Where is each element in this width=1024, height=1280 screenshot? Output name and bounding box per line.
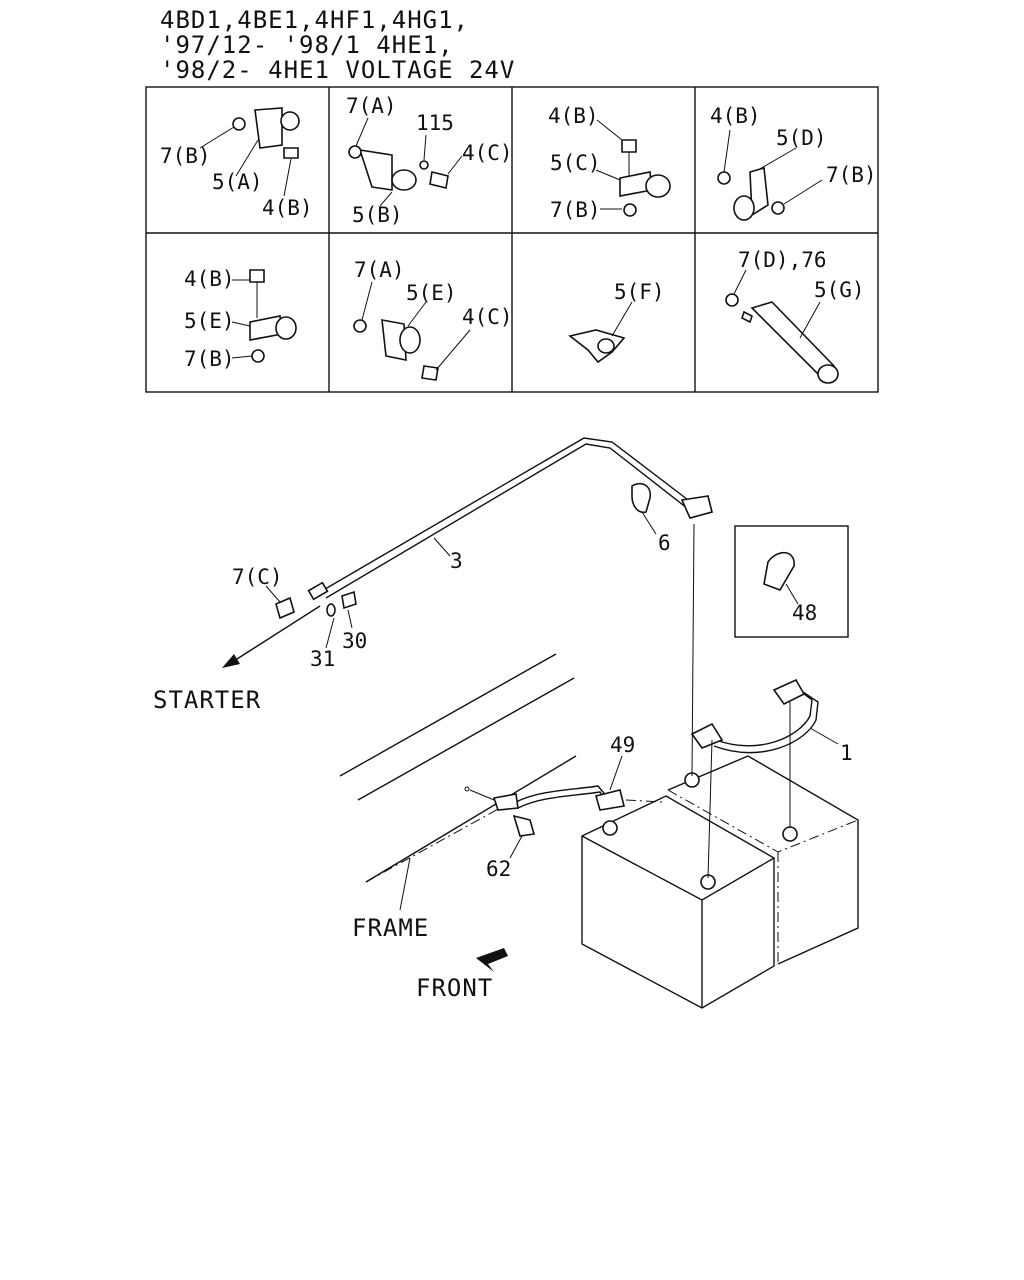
label-4b: 4(B) bbox=[262, 196, 313, 220]
label-7b: 7(B) bbox=[160, 144, 211, 168]
bolt-4b bbox=[283, 147, 299, 159]
terminal-49b bbox=[595, 789, 625, 811]
label-115: 115 bbox=[416, 111, 454, 135]
label-5e: 5(E) bbox=[184, 309, 235, 333]
bolt-76 bbox=[741, 310, 753, 324]
starter-hardware: 7(C) 31 30 bbox=[232, 565, 367, 671]
header-line-3: '98/2- 4HE1 VOLTAGE 24V bbox=[160, 56, 516, 84]
grid-cell-2: 7(A) 115 4(C) 5(B) bbox=[346, 94, 513, 227]
grid-cell-8: 7(D),76 5(G) bbox=[725, 248, 865, 384]
bracket-ring-5g bbox=[817, 364, 839, 384]
label-frame: FRAME bbox=[352, 914, 429, 942]
terminal-starter-end bbox=[307, 581, 329, 601]
nut-7b bbox=[771, 201, 785, 215]
clip-6: 6 bbox=[631, 482, 671, 555]
clip-5b bbox=[391, 169, 417, 191]
bracket-5a bbox=[254, 107, 283, 149]
nut-7a bbox=[348, 145, 362, 159]
bolt-4b bbox=[249, 269, 265, 283]
bolt-62: 62 bbox=[486, 814, 536, 881]
washer-115 bbox=[419, 160, 429, 170]
label-5f: 5(F) bbox=[614, 280, 665, 304]
label-49: 49 bbox=[610, 733, 635, 757]
grid-cell-7: 5(F) bbox=[568, 280, 665, 364]
cable-3: 3 bbox=[307, 437, 713, 601]
bolt-4c bbox=[429, 171, 449, 189]
clip-hole-5f bbox=[597, 338, 615, 354]
clip-5e bbox=[399, 326, 421, 354]
starter-arrow: STARTER bbox=[153, 605, 321, 714]
label-6: 6 bbox=[658, 531, 671, 555]
clamp-48-inset: 48 bbox=[734, 525, 849, 638]
header-line-2: '97/12- '98/1 4HE1, bbox=[160, 31, 454, 59]
label-30: 30 bbox=[342, 629, 367, 653]
label-48: 48 bbox=[792, 601, 817, 625]
label-4b: 4(B) bbox=[184, 267, 235, 291]
grid-cell-3: 4(B) 5(C) 7(B) bbox=[548, 104, 671, 222]
label-5c: 5(C) bbox=[550, 151, 601, 175]
label-4b: 4(B) bbox=[710, 104, 761, 128]
washer-31 bbox=[326, 603, 336, 617]
nut-7a bbox=[353, 319, 367, 333]
label-5d: 5(D) bbox=[776, 126, 827, 150]
clip-5f bbox=[568, 329, 626, 364]
label-7b: 7(B) bbox=[826, 163, 877, 187]
label-7a: 7(A) bbox=[346, 94, 397, 118]
bolt-4b bbox=[717, 171, 731, 185]
terminal-battery-end bbox=[680, 495, 713, 519]
cable-49: 49 bbox=[365, 733, 663, 883]
grid-cell-5: 4(B) 5(E) 7(B) bbox=[184, 267, 297, 371]
detail-grid bbox=[145, 86, 879, 393]
label-62: 62 bbox=[486, 857, 511, 881]
grid-cell-4: 4(B) 5(D) 7(B) bbox=[710, 104, 877, 221]
grid-cell-6: 7(A) 5(E) 4(C) bbox=[353, 258, 513, 381]
grid-cell-1: 7(B) 5(A) 4(B) bbox=[160, 107, 313, 220]
label-7c: 7(C) bbox=[232, 565, 283, 589]
clamp-ring-5e bbox=[275, 316, 297, 340]
battery-rear bbox=[667, 755, 859, 965]
label-7b: 7(B) bbox=[550, 198, 601, 222]
terminal-1b bbox=[772, 678, 806, 706]
front-arrow: FRONT bbox=[416, 948, 508, 1002]
label-5b: 5(B) bbox=[352, 203, 403, 227]
nut-7b bbox=[232, 117, 246, 131]
label-1: 1 bbox=[840, 741, 853, 765]
nut-7c bbox=[275, 596, 295, 620]
label-5a: 5(A) bbox=[212, 170, 263, 194]
clip-ring-5a bbox=[280, 111, 300, 131]
nut-7b bbox=[251, 349, 265, 363]
header-line-1: 4BD1,4BE1,4HF1,4HG1, bbox=[160, 6, 469, 34]
front-arrow-icon bbox=[476, 948, 508, 972]
nut-7b bbox=[623, 203, 637, 217]
label-7d-76: 7(D),76 bbox=[738, 248, 827, 272]
clip-5d bbox=[733, 195, 755, 221]
bracket-5e bbox=[381, 319, 407, 361]
label-31: 31 bbox=[310, 647, 335, 671]
label-4b: 4(B) bbox=[548, 104, 599, 128]
label-7a: 7(A) bbox=[354, 258, 405, 282]
bolt-4b bbox=[621, 139, 637, 153]
frame: FRAME bbox=[339, 653, 577, 942]
nut-7d bbox=[725, 293, 739, 307]
clamp-ring-5c bbox=[645, 174, 671, 198]
label-7b: 7(B) bbox=[184, 347, 235, 371]
label-5e: 5(E) bbox=[406, 281, 457, 305]
terminal-1a bbox=[690, 722, 724, 749]
label-4c: 4(C) bbox=[462, 141, 513, 165]
label-front: FRONT bbox=[416, 974, 493, 1002]
label-5g: 5(G) bbox=[814, 278, 865, 302]
label-4c: 4(C) bbox=[462, 305, 513, 329]
bracket-5g bbox=[750, 301, 836, 378]
terminal-49a bbox=[492, 793, 519, 811]
cable-1: 1 bbox=[690, 523, 853, 879]
nut-30 bbox=[341, 590, 357, 610]
label-3: 3 bbox=[450, 549, 463, 573]
bracket-5b bbox=[358, 149, 393, 191]
label-starter: STARTER bbox=[153, 686, 261, 714]
battery-front bbox=[581, 795, 775, 1009]
bolt-4c bbox=[421, 365, 439, 381]
